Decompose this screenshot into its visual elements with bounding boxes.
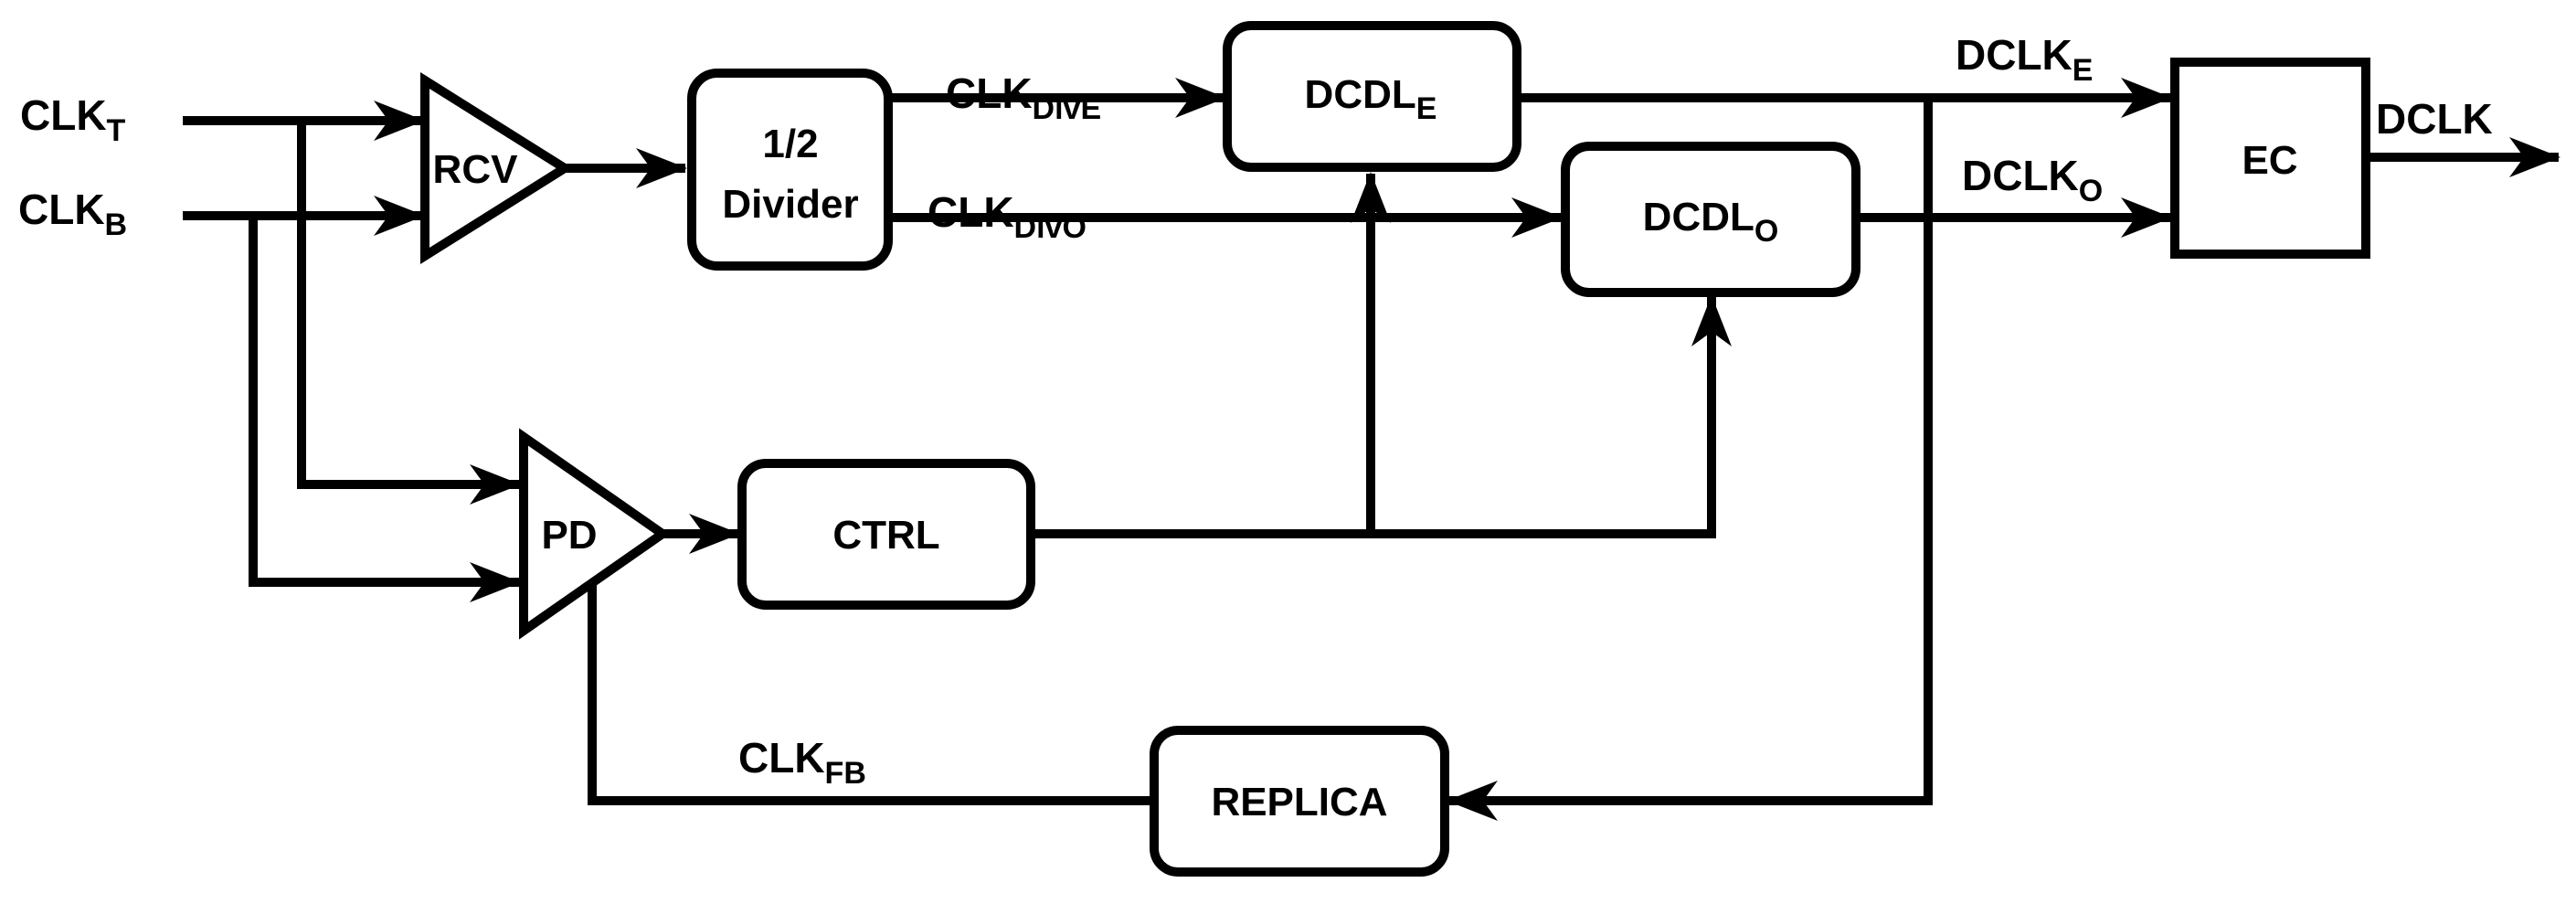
dclk-e-label-sub: E bbox=[2072, 53, 2094, 88]
ec-label: EC bbox=[2242, 138, 2297, 183]
wire-replica-to-pd bbox=[588, 585, 1151, 805]
clk-b-label-sub: B bbox=[105, 207, 128, 242]
clk-b-label: CLKB bbox=[18, 186, 127, 242]
clk-div-e-label: CLKDivE bbox=[946, 69, 1101, 126]
clk-t-label: CLKT bbox=[20, 91, 126, 148]
clk-div-o-label: CLKDivO bbox=[928, 188, 1087, 245]
wire-clkb-to-pd bbox=[249, 216, 521, 602]
clk-t-label-base: CLK bbox=[20, 91, 107, 139]
clk-div-e-label-sub: DivE bbox=[1033, 91, 1102, 126]
dcdl-e-label: DCDLE bbox=[1305, 72, 1437, 126]
wires bbox=[183, 78, 2560, 821]
divider-block bbox=[687, 69, 893, 271]
dclk-e-label-base: DCLK bbox=[1956, 31, 2072, 79]
ec-block bbox=[2170, 58, 2370, 259]
dcdl-e-block bbox=[1223, 21, 1521, 172]
dclk-output-label: DCLK bbox=[2376, 95, 2493, 143]
rcv-label: RCV bbox=[433, 147, 519, 192]
signal-labels: CLKT CLKB CLKDivE CLKDivO DCLKE DCLKO DC… bbox=[18, 31, 2493, 791]
clk-div-o-label-base: CLK bbox=[928, 188, 1014, 236]
divider-label-line2: Divider bbox=[722, 182, 858, 227]
blocks: RCV 1/2 Divider DCDLE DCDLO EC PD CTRL R… bbox=[420, 21, 2370, 877]
dcdl-o-label: DCDLO bbox=[1643, 195, 1779, 249]
replica-block bbox=[1150, 726, 1449, 877]
clk-fb-label: CLKFB bbox=[738, 734, 866, 791]
dclk-e-label: DCLKE bbox=[1956, 31, 2093, 88]
clk-b-label-base: CLK bbox=[18, 186, 105, 233]
ctrl-label: CTRL bbox=[832, 513, 939, 558]
wire-feedback-to-replica bbox=[1447, 98, 1933, 821]
dclk-o-label: DCLKO bbox=[1962, 152, 2103, 208]
clk-div-e-label-base: CLK bbox=[946, 69, 1033, 117]
dcdl-e-label-sub: E bbox=[1416, 91, 1437, 126]
dclk-o-label-sub: O bbox=[2079, 174, 2103, 208]
ctrl-block bbox=[737, 459, 1035, 610]
dcdl-o-label-base: DCDL bbox=[1643, 195, 1754, 239]
wire-clkt-to-pd bbox=[297, 121, 521, 505]
dcdl-e-label-base: DCDL bbox=[1305, 72, 1416, 117]
dcdl-o-label-sub: O bbox=[1754, 214, 1778, 249]
rcv-block bbox=[420, 71, 574, 265]
clk-div-o-label-sub: DivO bbox=[1014, 210, 1087, 245]
clk-fb-label-base: CLK bbox=[738, 734, 825, 782]
clk-t-label-sub: T bbox=[107, 113, 126, 148]
dcdl-o-block bbox=[1561, 142, 1860, 297]
pd-block bbox=[519, 428, 671, 640]
divider-label-line1: 1/2 bbox=[762, 122, 818, 166]
clk-fb-label-sub: FB bbox=[825, 756, 866, 791]
pd-label: PD bbox=[541, 513, 597, 558]
dclk-o-label-base: DCLK bbox=[1962, 152, 2079, 199]
replica-label: REPLICA bbox=[1211, 780, 1387, 824]
